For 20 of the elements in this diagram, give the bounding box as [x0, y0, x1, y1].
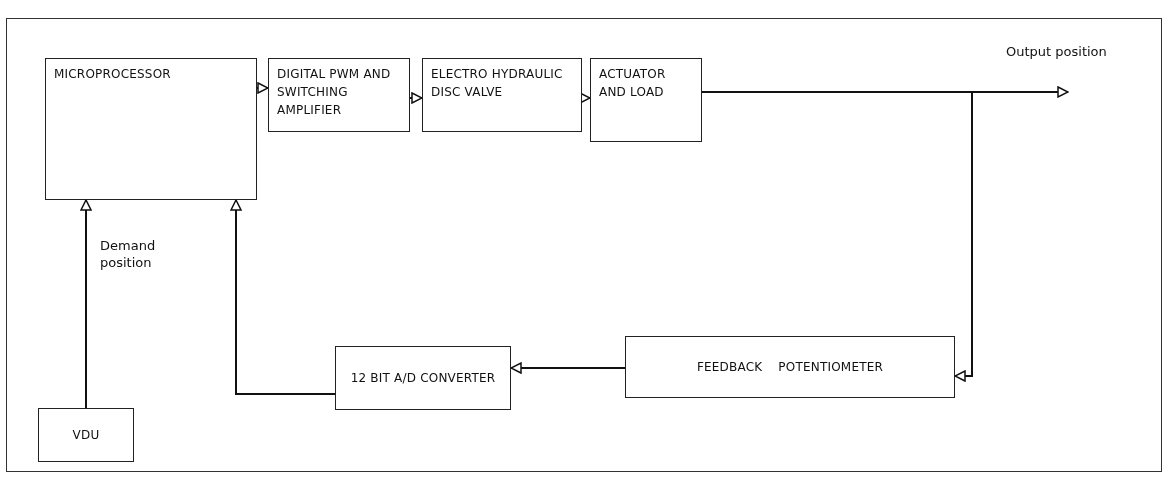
process-box [45, 58, 257, 200]
process-box [268, 58, 410, 132]
box-label: DIGITAL PWM AND SWITCHING AMPLIFIER [277, 66, 392, 119]
process-box [422, 58, 582, 132]
box-label: ELECTRO HYDRAULIC DISC VALVE [431, 66, 564, 101]
process-box [590, 58, 702, 142]
arrow [80, 199, 92, 409]
arrow [256, 82, 269, 94]
box-label: 12 BIT A/D CONVERTER [350, 370, 496, 387]
box-label: ACTUATOR AND LOAD [599, 66, 667, 101]
box-label: VDU [72, 427, 100, 444]
arrow [510, 362, 626, 374]
arrow [409, 92, 423, 104]
process-box [335, 346, 511, 410]
box-label: FEEDBACK POTENTIOMETER [696, 359, 884, 376]
box-label: MICROPROCESSOR [54, 66, 172, 83]
process-box [38, 408, 134, 462]
arrow [230, 199, 336, 395]
process-box [625, 336, 955, 398]
edge-label: Output position [1006, 44, 1107, 61]
